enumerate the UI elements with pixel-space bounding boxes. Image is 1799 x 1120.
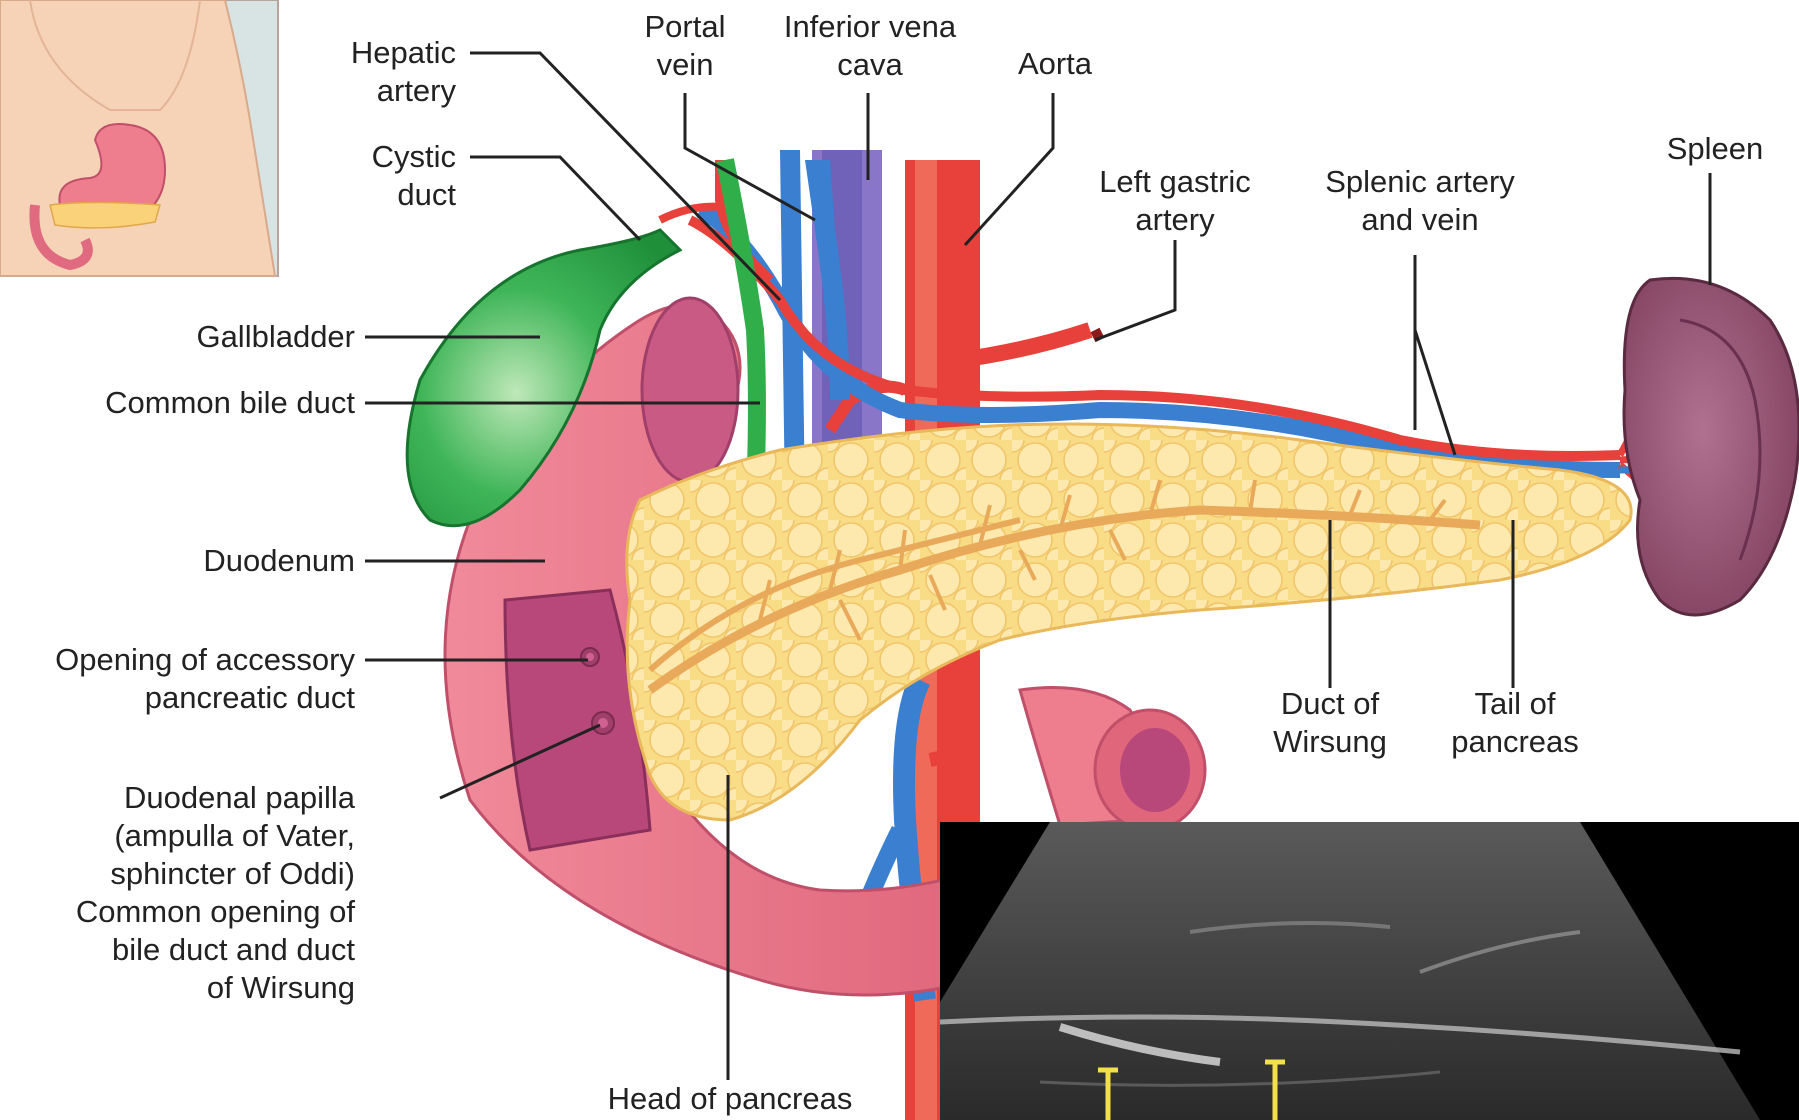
label-left-gastric-artery: Left gastric artery	[1070, 163, 1280, 239]
label-line: Wirsung	[1240, 723, 1420, 761]
spleen	[1624, 278, 1799, 615]
label-hepatic-artery: Hepatic artery	[300, 34, 456, 110]
label-line: Hepatic	[300, 34, 456, 72]
label-line: pancreatic duct	[0, 679, 355, 717]
inset-torso	[0, 0, 278, 276]
label-line: duct	[300, 176, 456, 214]
label-line: Opening of accessory	[0, 641, 355, 679]
label-line: Duct of	[1240, 685, 1420, 723]
label-cystic-duct: Cystic duct	[300, 138, 456, 214]
ultrasound-scan	[940, 822, 1799, 1120]
label-accessory-duct: Opening of accessory pancreatic duct	[0, 641, 355, 717]
label-line: artery	[300, 72, 456, 110]
label-line: and vein	[1300, 201, 1540, 239]
label-head-of-pancreas: Head of pancreas	[570, 1080, 890, 1118]
label-tail-of-pancreas: Tail of pancreas	[1420, 685, 1610, 761]
label-line: pancreas	[1420, 723, 1610, 761]
label-splenic-artery-vein: Splenic artery and vein	[1300, 163, 1540, 239]
label-line: Inferior vena	[760, 8, 980, 46]
label-line: Cystic	[300, 138, 456, 176]
label-line: Left gastric	[1070, 163, 1280, 201]
label-line: Duodenal papilla	[0, 779, 355, 817]
label-line: Tail of	[1420, 685, 1610, 723]
label-line: Splenic artery	[1300, 163, 1540, 201]
label-inferior-vena-cava: Inferior vena cava	[760, 8, 980, 84]
label-common-bile-duct: Common bile duct	[20, 384, 355, 422]
label-aorta: Aorta	[990, 45, 1120, 83]
label-line: of Wirsung	[0, 969, 355, 1007]
label-line: sphincter of Oddi)	[0, 855, 355, 893]
label-line: artery	[1070, 201, 1280, 239]
label-gallbladder: Gallbladder	[60, 318, 355, 356]
label-duodenum: Duodenum	[60, 542, 355, 580]
ultrasound-image	[940, 822, 1799, 1120]
label-duodenal-papilla: Duodenal papilla (ampulla of Vater, sphi…	[0, 779, 355, 1007]
label-line: vein	[620, 46, 750, 84]
label-line: (ampulla of Vater,	[0, 817, 355, 855]
label-line: bile duct and duct	[0, 931, 355, 969]
label-portal-vein: Portal vein	[620, 8, 750, 84]
label-line: Portal	[620, 8, 750, 46]
label-line: cava	[760, 46, 980, 84]
label-duct-of-wirsung: Duct of Wirsung	[1240, 685, 1420, 761]
label-line: Common opening of	[0, 893, 355, 931]
label-spleen: Spleen	[1640, 130, 1790, 168]
